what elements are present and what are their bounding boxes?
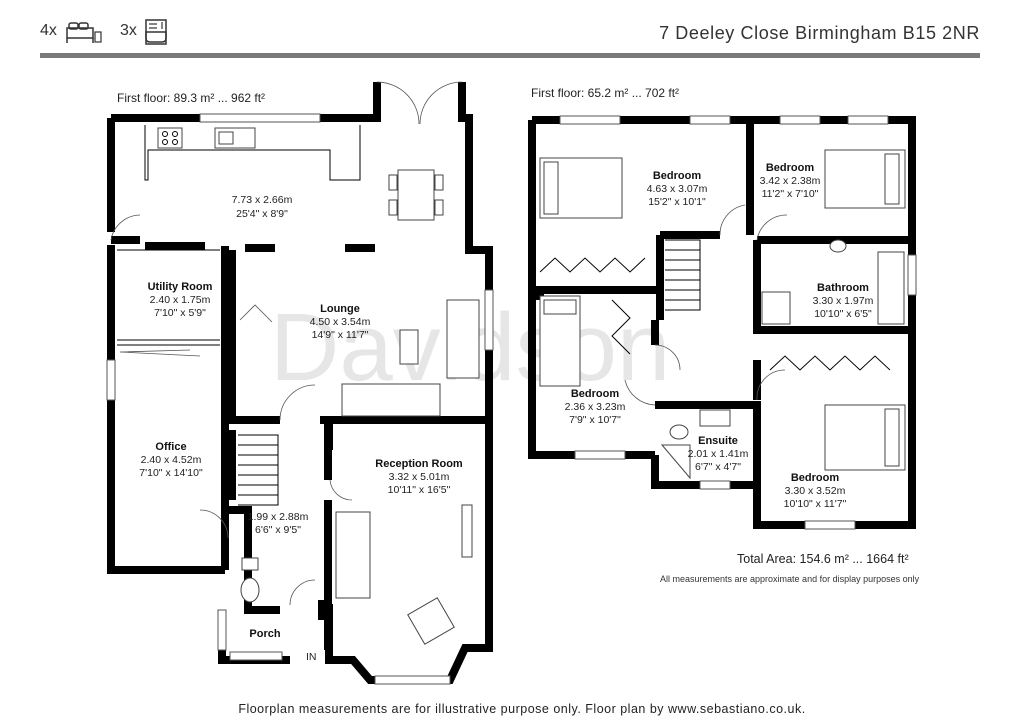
ensuite-metric: 2.01 x 1.41m [688, 448, 749, 460]
office-name: Office [155, 441, 186, 453]
porch-name: Porch [249, 628, 280, 640]
bed-icon [66, 22, 102, 43]
hall-imperial: 6'6" x 9'5" [255, 524, 301, 536]
bedroom-4-name: Bedroom [791, 472, 840, 484]
bedroom-2-imperial: 11'2" x 7'10" [762, 188, 819, 200]
office-metric: 2.40 x 4.52m [141, 454, 202, 466]
reception-room-name: Reception Room [375, 458, 463, 470]
lounge-name: Lounge [320, 303, 360, 315]
bedroom-2-name: Bedroom [766, 162, 815, 174]
bedroom-4-metric: 3.30 x 3.52m [785, 485, 846, 497]
kitchen-imperial: 25'4" x 8'9" [236, 208, 288, 220]
bedroom-1-name: Bedroom [653, 170, 702, 182]
bedroom-3-imperial: 7'9" x 10'7" [569, 414, 621, 426]
hall-metric: 1.99 x 2.88m [248, 511, 309, 523]
bathroom-metric: 3.30 x 1.97m [813, 295, 874, 307]
bedroom-3-metric: 2.36 x 3.23m [565, 401, 626, 413]
utility-room-imperial: 7'10" x 5'9" [154, 307, 206, 319]
bedroom-1-imperial: 15'2" x 10'1" [648, 196, 706, 208]
property-address: 7 Deeley Close Birmingham B15 2NR [659, 23, 980, 43]
header: 4x 3x 7 Deeley Close Birmingham B15 2NR [0, 0, 1024, 60]
reception-room-imperial: 10'11" x 16'5" [388, 484, 451, 496]
floor-area-label-left: First floor: 89.3 m² ... 962 ft² [117, 91, 265, 105]
reception-room-metric: 3.32 x 5.01m [389, 471, 450, 483]
total-area: Total Area: 154.6 m² ... 1664 ft² [737, 552, 909, 566]
office-imperial: 7'10" x 14'10" [139, 467, 203, 479]
utility-room-name: Utility Room [148, 281, 213, 293]
measurement-disclaimer: All measurements are approximate and for… [660, 574, 920, 584]
bathroom-imperial: 10'10" x 6'5" [814, 308, 872, 320]
ground-floor-plan: First floor: 89.3 m² ... 962 ft² [106, 81, 494, 685]
bathroom-name: Bathroom [817, 282, 869, 294]
ensuite-name: Ensuite [698, 435, 738, 447]
entry-label: IN [306, 651, 317, 663]
bedroom-2-metric: 3.42 x 2.38m [760, 175, 821, 187]
lounge-imperial: 14'9" x 11'7" [312, 329, 369, 341]
bath-icon [145, 19, 167, 45]
kitchen-metric: 7.73 x 2.66m [232, 194, 293, 206]
footer-note: Floorplan measurements are for illustrat… [238, 702, 805, 716]
bathrooms-count: 3x [120, 22, 137, 39]
ensuite-imperial: 6'7" x 4'7" [695, 461, 741, 473]
first-floor-plan: First floor: 65.2 m² ... 702 ft² [528, 86, 917, 530]
bedroom-3-name: Bedroom [571, 388, 620, 400]
floor-area-label-right: First floor: 65.2 m² ... 702 ft² [531, 86, 679, 100]
header-divider [40, 53, 980, 58]
utility-room-metric: 2.40 x 1.75m [150, 294, 211, 306]
bedrooms-count: 4x [40, 22, 57, 39]
bedroom-1-metric: 4.63 x 3.07m [647, 183, 708, 195]
bedroom-4-imperial: 10'10" x 11'7" [784, 498, 847, 510]
lounge-metric: 4.50 x 3.54m [310, 316, 371, 328]
